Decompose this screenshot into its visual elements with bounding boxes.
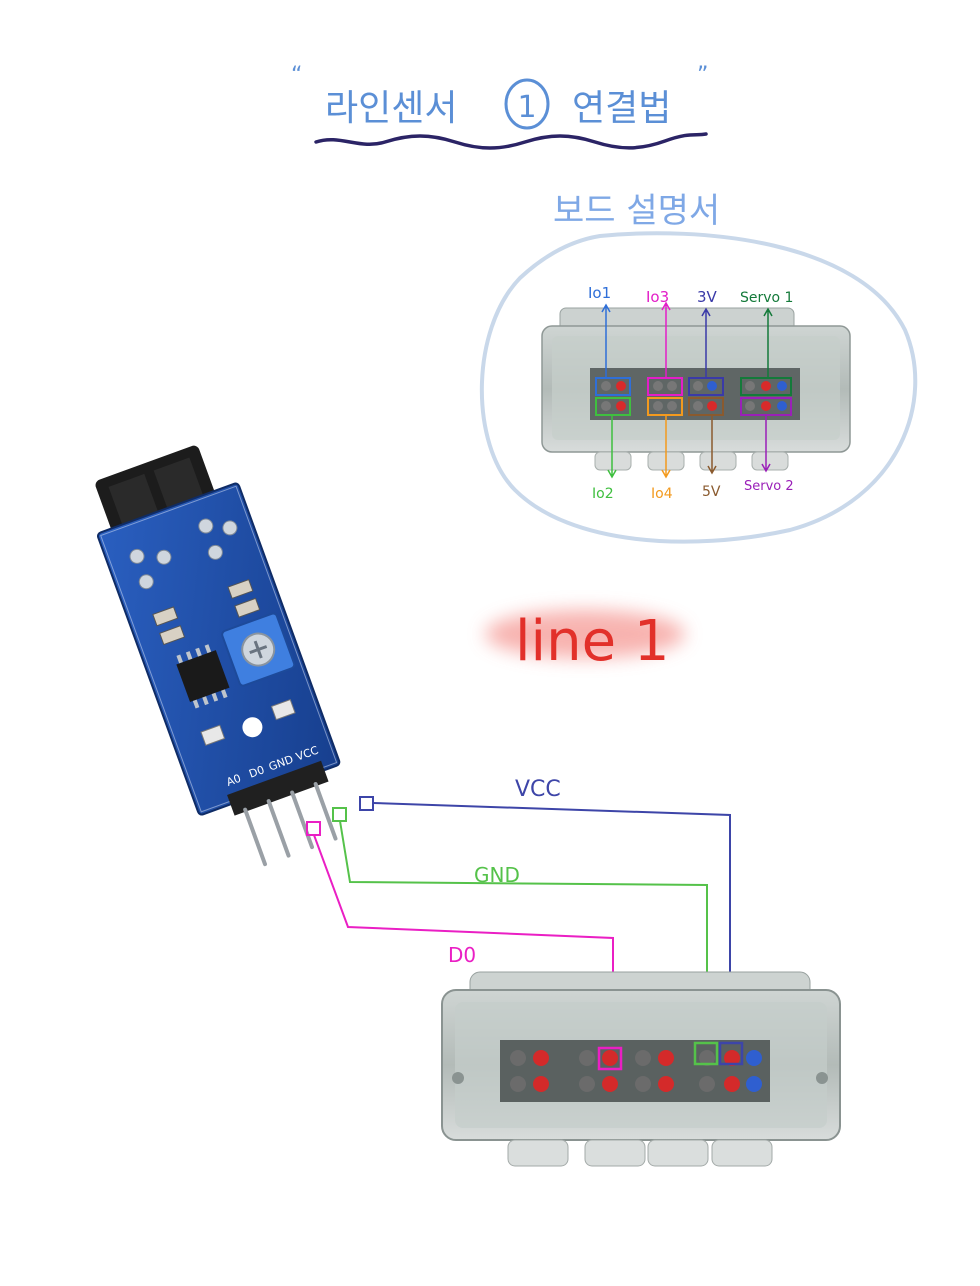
legend-label-servo1: Servo 1 [740,290,793,306]
wire-gnd-start-marker [332,807,347,822]
controller-board-image [441,971,841,1167]
legend-box-io1 [595,377,631,396]
wire-label-vcc: VCC [515,777,561,802]
legend-box-5v [688,397,724,416]
board-pin-row-top [510,1050,762,1066]
title-quote-left: “ [291,63,302,88]
legend-label-5v: 5V [702,484,721,500]
legend-label-3v: 3V [697,288,718,306]
section-title-group: line 1 [485,609,685,674]
legend-label-servo2: Servo 2 [744,479,794,494]
board-pin-row-bottom [510,1076,762,1092]
title-group: “ ” 라인센서 1 연결법 [291,63,708,150]
legend-pin-row-top [601,381,787,391]
legend-arrows-top [601,301,773,378]
legend-label-io2: Io2 [592,486,614,502]
board-legend: 보드 설명서 [479,191,918,544]
wire-vcc-start-marker [359,796,374,811]
sensor-ic-chip [176,650,230,703]
title-quote-right: ” [697,63,708,88]
sensor-pin-label-a0: A0 [225,772,243,789]
board-target-vcc [718,1041,744,1066]
legend-label-io4: Io4 [651,486,673,502]
wire-label-d0: D0 [448,943,476,967]
sensor-pin-header [227,760,329,816]
title-underline [314,132,708,150]
board-target-d0 [597,1046,623,1071]
board-legend-outline [479,231,918,544]
title-circle [504,78,550,130]
board-legend-heading: 보드 설명서 [553,191,720,231]
section-title-glow [485,610,685,658]
title-right-text: 연결법 [572,88,671,129]
ir-line-sensor-module-image: A0 D0 GND VCC [95,445,341,867]
legend-box-servo1 [740,377,792,396]
legend-label-io3: Io3 [646,288,669,306]
board-target-gnd [693,1041,719,1066]
legend-label-io1: Io1 [588,284,611,302]
sensor-pin-label-d0: D0 [247,763,266,781]
legend-box-io4 [647,397,683,416]
wire-label-gnd: GND [474,863,520,887]
legend-box-io3 [647,377,683,396]
sensor-pcb [96,482,341,816]
legend-arrows-bottom [607,415,771,479]
title-circle-number: 1 [517,90,536,125]
legend-pin-row-bottom [601,401,787,411]
wire-d0-start-marker [306,821,321,836]
title-left-text: 라인센서 [325,88,457,129]
section-title: line 1 [515,609,670,674]
legend-box-io2 [595,397,631,416]
wire-gnd [339,820,708,1050]
